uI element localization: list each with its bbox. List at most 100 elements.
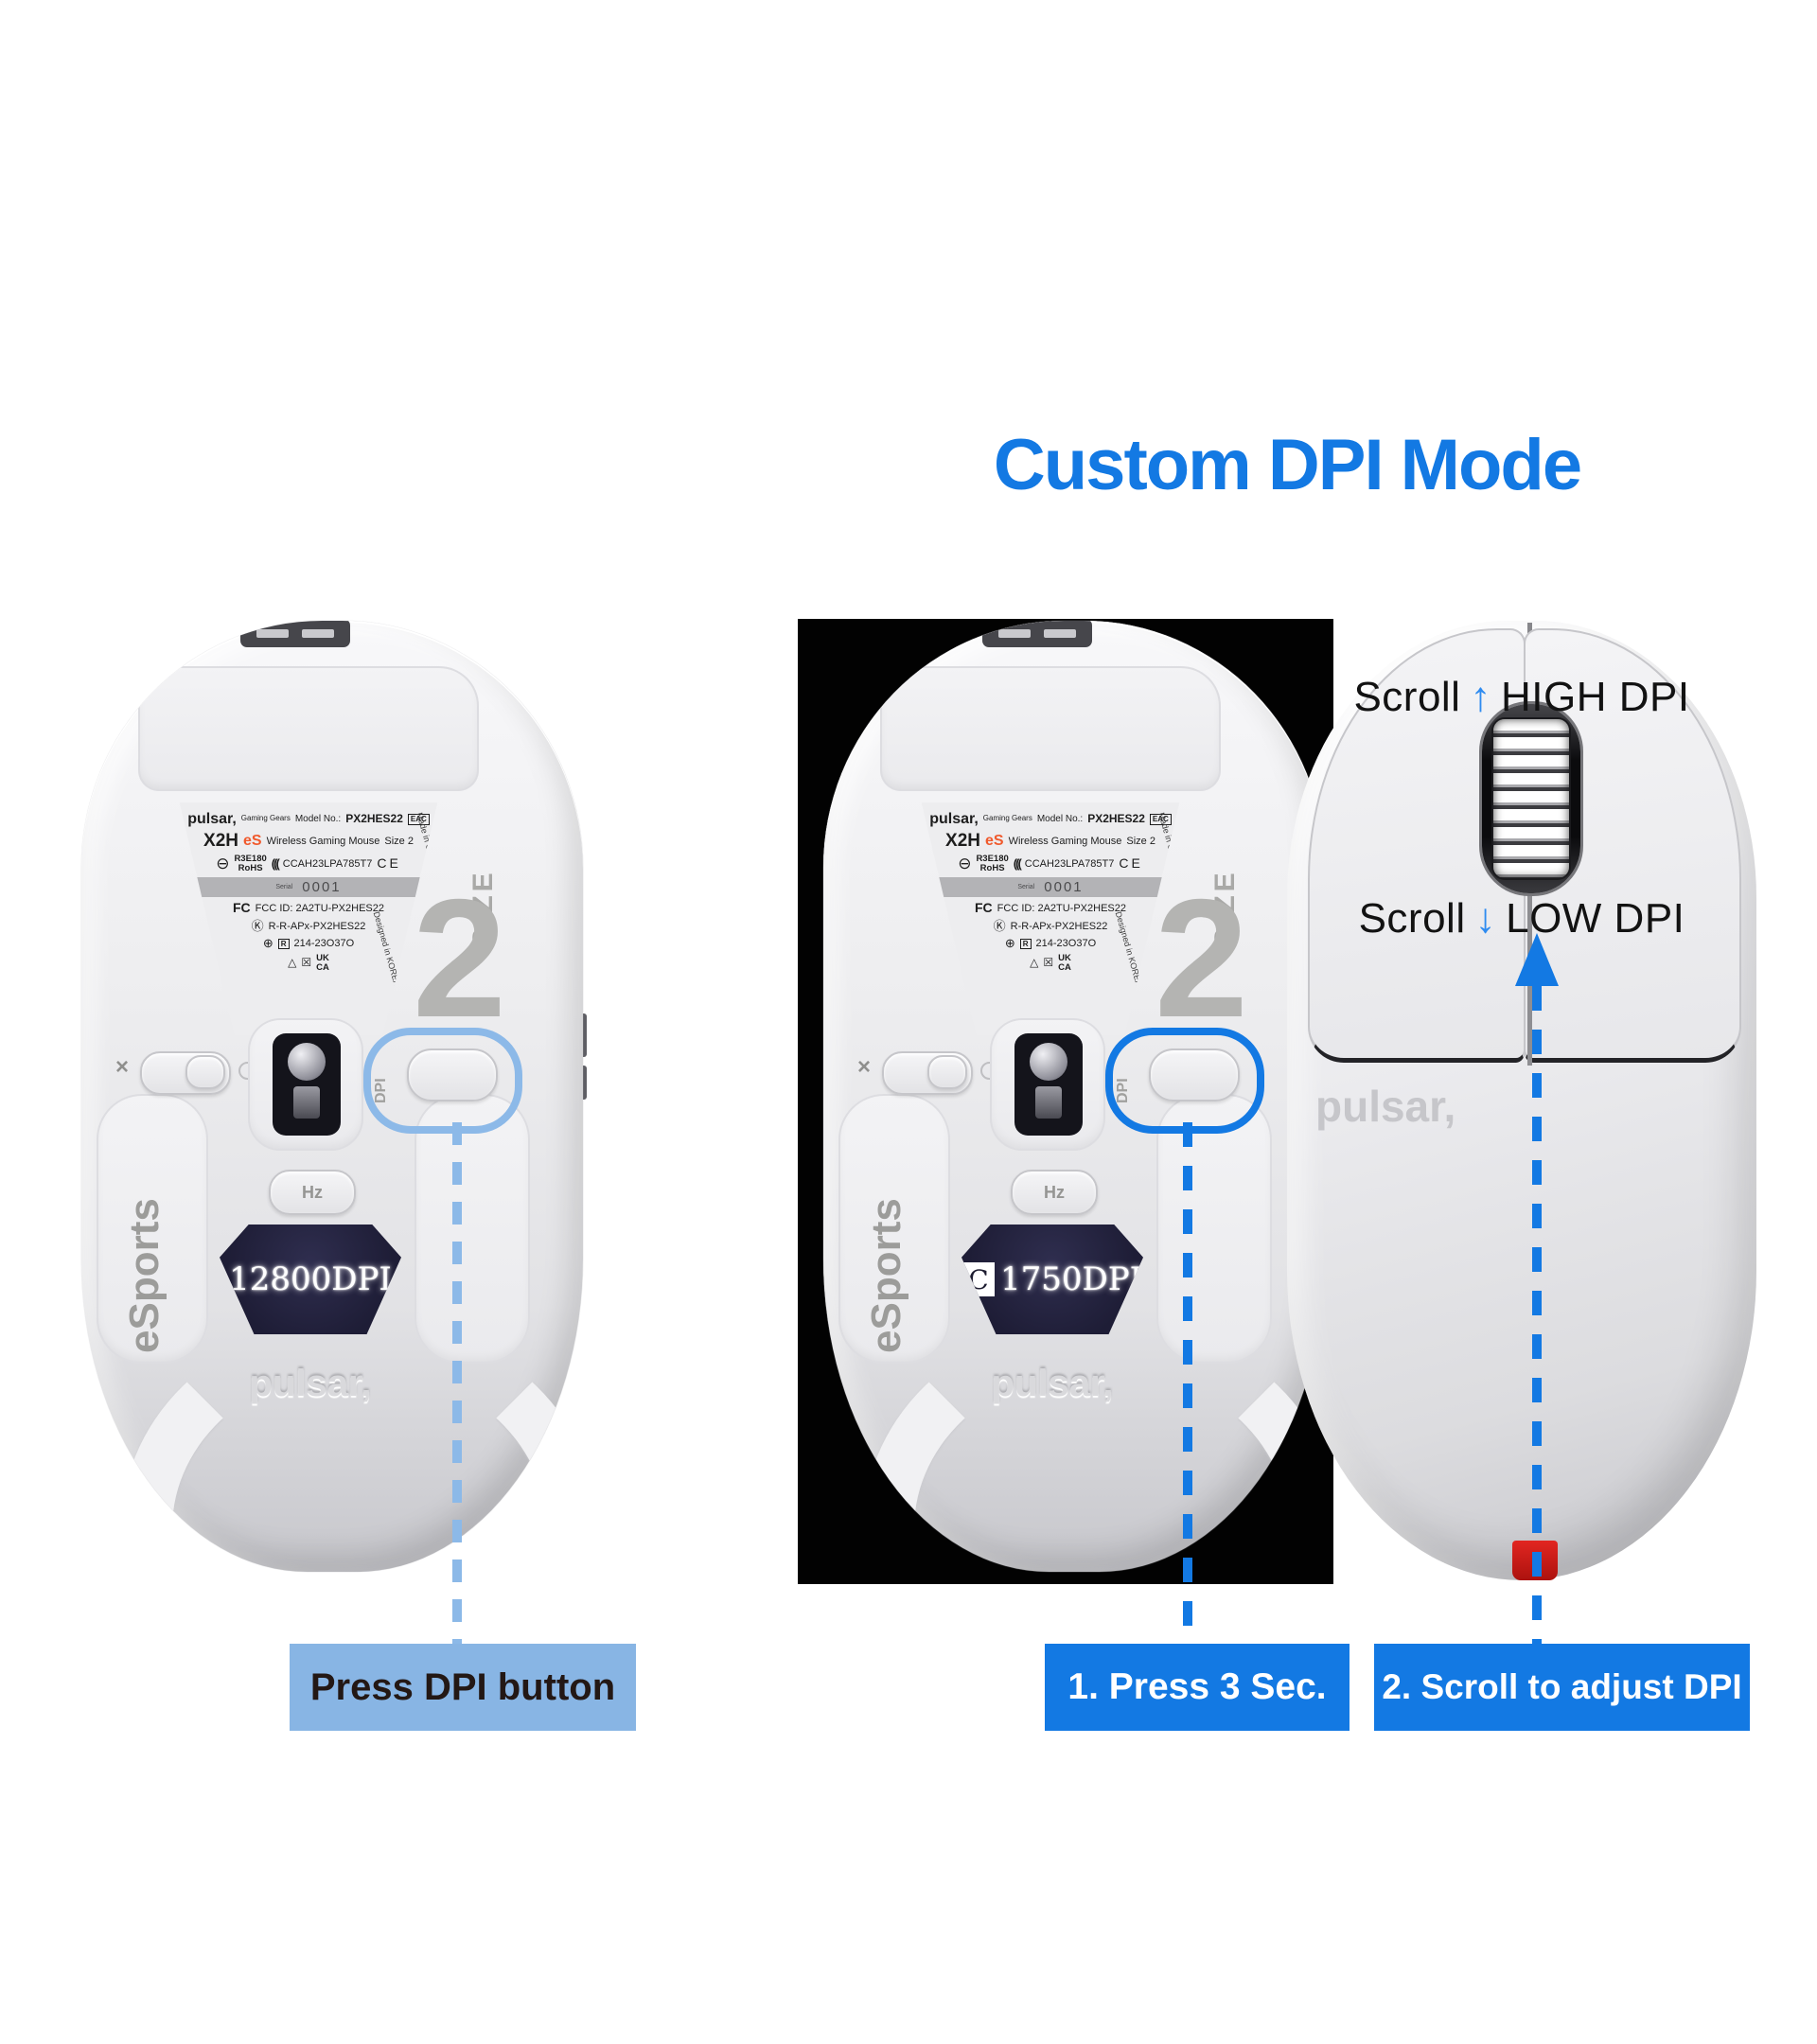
product-name: X2H [203, 830, 238, 851]
power-switch-knob [927, 1055, 967, 1089]
charging-port-icon [982, 621, 1092, 647]
pulsar-shell-logo: pulsar, [1315, 1082, 1456, 1131]
power-off-x-icon: × [115, 1054, 130, 1080]
size-text: Size 2 [1126, 835, 1155, 847]
annotation-line-left [452, 1122, 462, 1644]
product-name: X2H [945, 830, 980, 851]
cert-id: CCAH23LPA785T7 [282, 857, 373, 870]
fcc-id: FCC ID: 2A2TU-PX2HES22 [997, 903, 1126, 915]
page-title: Custom DPI Mode [993, 425, 1582, 505]
dpi-button-highlight [363, 1028, 522, 1134]
size-number: 2 [1155, 864, 1248, 1052]
hz-button-label: Hz [302, 1182, 323, 1202]
eac-mark-icon: EAC [1149, 814, 1172, 825]
serial-number: 0001 [302, 878, 342, 895]
sensor-clip-icon [1035, 1086, 1062, 1119]
r-mark-icon: R [1019, 938, 1032, 950]
recycle-triangle-icon: △ [1030, 956, 1039, 970]
dpi-engraved-label: DPI [373, 1078, 389, 1103]
sensor-window [273, 1033, 341, 1136]
size-number: 2 [413, 864, 506, 1052]
step1-callout-label: 1. Press 3 Sec. [1067, 1666, 1327, 1707]
mouse-shell: pulsar, Gaming Gears Model No.: PX2HES22… [823, 621, 1325, 1572]
dpi-display-value: 12800DPI [229, 1260, 392, 1298]
high-dpi-label: HIGH DPI [1500, 674, 1690, 720]
scroll-word: Scroll [1358, 895, 1466, 942]
left-wing-pad [97, 1094, 208, 1364]
cert-id: CCAH23LPA785T7 [1024, 857, 1115, 870]
step1-callout: 1. Press 3 Sec. [1045, 1644, 1350, 1731]
step2-callout: 2. Scroll to adjust DPI [1374, 1644, 1750, 1731]
dpi-button [1149, 1048, 1240, 1101]
sticker-brand: pulsar, [187, 811, 237, 827]
annotation-line-right [1532, 986, 1542, 1644]
kc-id: R-R-APx-PX2HES22 [1010, 920, 1108, 932]
recycle-triangle-icon: △ [288, 956, 297, 970]
scroll-down-instruction: Scroll ↓ LOW DPI [1332, 895, 1711, 943]
sensor-window [1014, 1033, 1083, 1136]
custom-mode-indicator: C [961, 1262, 995, 1296]
giteki-id: 214-23O37O [293, 938, 355, 950]
power-switch-knob [185, 1055, 225, 1089]
eac-mark-icon: EAC [407, 814, 430, 825]
fcc-icon: FC [975, 900, 993, 916]
right-wing-pad [1156, 1094, 1272, 1364]
product-desc: Wireless Gaming Mouse [1008, 835, 1122, 847]
step2-callout-label: 2. Scroll to adjust DPI [1382, 1667, 1742, 1706]
regulatory-sticker: pulsar, Gaming Gears Model No.: PX2HES22… [917, 802, 1180, 1035]
mouse-shell: pulsar, Gaming Gears Model No.: PX2HES22… [81, 621, 583, 1572]
annotation-line-middle [1183, 1122, 1192, 1644]
kc-id: R-R-APx-PX2HES22 [268, 920, 366, 932]
giteki-mark-icon: ⊕ [262, 936, 273, 951]
power-switch [140, 1051, 231, 1095]
scroll-wheel [1493, 719, 1569, 878]
weee-bin-icon: ☒ [1043, 956, 1054, 970]
serial-bar: Serial 0001 [179, 877, 438, 898]
press-dpi-callout-label: Press DPI button [309, 1665, 616, 1708]
size-text: Size 2 [384, 835, 414, 847]
r-mark-icon: R [277, 938, 290, 950]
hz-button: Hz [269, 1170, 356, 1215]
sticker-brand-sub: Gaming Gears [240, 814, 291, 823]
ce-mark-icon: CE [377, 855, 401, 872]
arrow-up-icon: ↑ [1470, 674, 1491, 720]
sensor-lens-icon [288, 1043, 326, 1081]
weee-bin-icon: ☒ [301, 956, 312, 970]
hz-button: Hz [1011, 1170, 1098, 1215]
model-no: PX2HES22 [345, 812, 403, 826]
kc-mark-icon: Ⓚ [251, 918, 264, 933]
sensor-clip-icon [293, 1086, 320, 1119]
top-glide-pad [880, 666, 1221, 791]
rohs-icon: ⊖ [216, 854, 230, 872]
dpi-button [407, 1048, 498, 1101]
sticker-brand: pulsar, [929, 811, 979, 827]
scroll-up-instruction: Scroll ↑ HIGH DPI [1332, 674, 1711, 721]
product-desc: Wireless Gaming Mouse [266, 835, 380, 847]
dpi-display: C 1750DPI [961, 1225, 1143, 1334]
input-rating-label: INPUT 5V=500mA [917, 889, 940, 952]
press-dpi-callout: Press DPI button [290, 1644, 636, 1731]
input-rating-label: INPUT 5V=500mA [175, 889, 198, 952]
bottom-glide-pad [121, 1316, 583, 1572]
ce-mark-icon: CE [1119, 855, 1143, 872]
sensor-lens-icon [1030, 1043, 1067, 1081]
scroll-word: Scroll [1353, 674, 1461, 720]
arrow-down-icon: ↓ [1474, 895, 1497, 942]
power-switch [882, 1051, 973, 1095]
serial-label: Serial [275, 884, 293, 891]
giteki-id: 214-23O37O [1035, 938, 1097, 950]
dpi-display: 12800DPI [220, 1225, 401, 1334]
wireless-mark-icon: ((( [1013, 855, 1022, 871]
serial-number: 0001 [1044, 878, 1084, 895]
model-no: PX2HES22 [1087, 812, 1145, 826]
edition: eS [242, 833, 262, 850]
scroll-direction-arrow-icon [1515, 933, 1559, 986]
serial-label: Serial [1017, 884, 1035, 891]
rohs-icon: ⊖ [958, 854, 972, 872]
serial-bar: Serial 0001 [921, 877, 1180, 898]
